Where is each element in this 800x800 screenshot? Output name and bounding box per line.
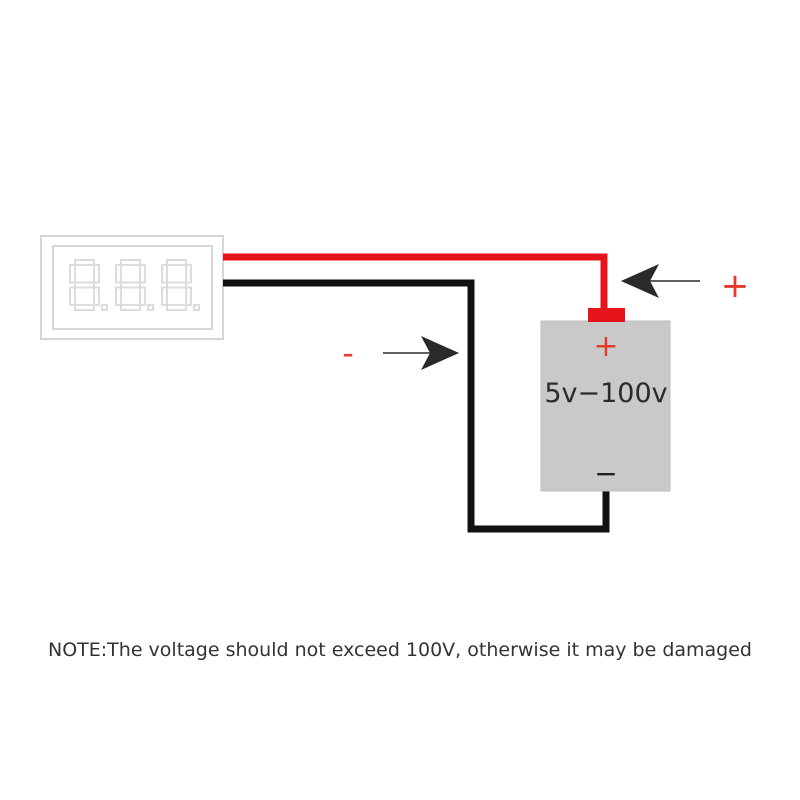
digit-segment (139, 286, 146, 306)
digit-segment (93, 264, 100, 284)
battery-positive-symbol: + (593, 329, 618, 364)
battery-icon: + 5v−100v − (540, 308, 671, 492)
negative-wire (223, 279, 610, 533)
negative-arrow-icon (383, 336, 459, 370)
digit-segment (185, 264, 192, 284)
digit-segment (166, 304, 187, 311)
positive-wire (223, 253, 608, 309)
digit-segment (74, 259, 95, 266)
positive-arrow-icon (621, 264, 700, 298)
digit-decimal-point (193, 304, 200, 311)
display-digit (115, 259, 154, 311)
digit-segment (69, 286, 76, 306)
positive-polarity-label: + (721, 266, 750, 306)
digit-segment (74, 281, 95, 289)
digit-segment (69, 264, 76, 284)
digit-segment (74, 304, 95, 311)
digit-segment (120, 304, 141, 311)
digit-segment (120, 259, 141, 266)
digit-decimal-point (101, 304, 108, 311)
battery-positive-terminal (588, 308, 625, 322)
negative-polarity-label: - (342, 334, 354, 372)
display-digit (69, 259, 108, 311)
digit-segment (161, 264, 168, 284)
battery-voltage-label: 5v−100v (544, 378, 667, 409)
digit-segment (115, 264, 122, 284)
voltmeter-icon (40, 235, 224, 340)
battery-body (540, 320, 671, 492)
display-digit (161, 259, 200, 311)
digit-segment (93, 286, 100, 306)
digit-segment (120, 281, 141, 289)
digit-segment (161, 286, 168, 306)
digit-segment (166, 281, 187, 289)
digit-segment (185, 286, 192, 306)
battery-negative-symbol: − (594, 457, 617, 490)
warning-note: NOTE:The voltage should not exceed 100V,… (48, 639, 752, 661)
digit-segment (166, 259, 187, 266)
digit-segment (115, 286, 122, 306)
voltmeter-display (69, 259, 200, 311)
digit-decimal-point (147, 304, 154, 311)
digit-segment (139, 264, 146, 284)
